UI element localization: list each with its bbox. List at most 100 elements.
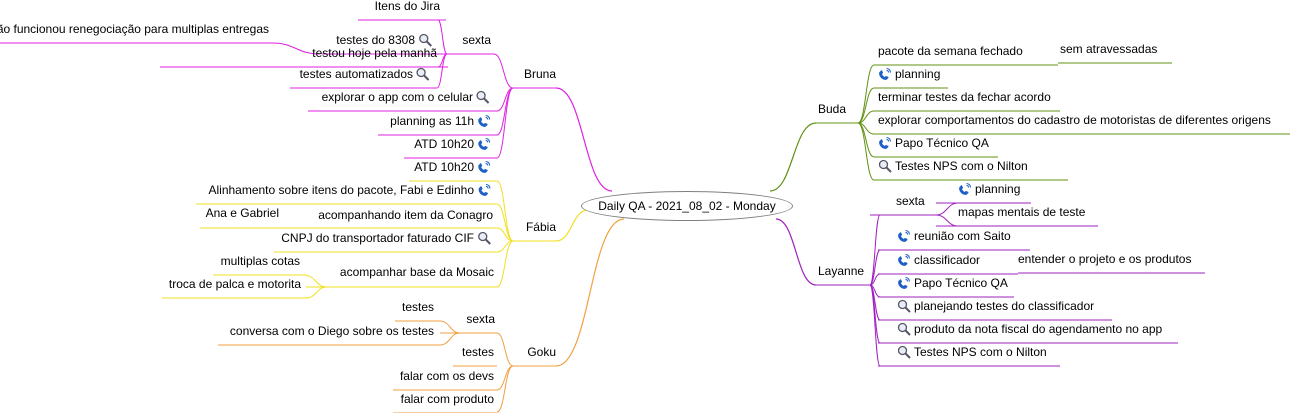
bruna-item-itens-jira[interactable]: Itens do Jira <box>375 0 440 13</box>
branch-label: Goku <box>527 345 556 359</box>
buda-item-explorar-cadastro[interactable]: explorar comportamentos do cadastro de m… <box>878 113 1271 127</box>
goku-item-testes-sexta[interactable]: testes <box>402 300 434 314</box>
branch-label: Bruna <box>523 67 556 81</box>
fabia-item-troca-placa[interactable]: troca de palca e motorita <box>169 277 301 291</box>
layanne-item-produto-nota[interactable]: produto da nota fiscal do agendamento no… <box>897 322 1162 336</box>
goku-item-conversa-diego[interactable]: conversa com o Diego sobre os testes <box>230 324 434 338</box>
phone-icon <box>477 137 491 151</box>
node-label: terminar testes da fechar acordo <box>878 90 1051 104</box>
node-label: sem atravessadas <box>1060 42 1158 56</box>
branch-bruna[interactable]: Bruna <box>524 67 556 81</box>
goku-sexta-node[interactable]: sexta <box>466 312 495 326</box>
fabia-item-conagro[interactable]: acompanhando item da Conagro <box>318 208 493 222</box>
fabia-item-cnpj[interactable]: CNPJ do transportador faturado CIF <box>281 231 491 245</box>
buda-item-pacote[interactable]: pacote da semana fechado <box>878 44 1023 58</box>
goku-item-falar-devs[interactable]: falar com os devs <box>400 369 494 383</box>
phone-icon <box>897 253 911 267</box>
magnifier-icon <box>476 90 490 104</box>
branch-connector <box>496 87 514 159</box>
branch-connector <box>303 274 328 288</box>
buda-item-papo-tecnico[interactable]: Papo Técnico QA <box>878 136 989 150</box>
node-label: explorar comportamentos do cadastro de m… <box>878 113 1271 127</box>
layanne-item-mapas-mentais[interactable]: mapas mentais de teste <box>958 205 1085 219</box>
bruna-item-renegociacao[interactable]: não funcionou renegociação para multipla… <box>0 22 269 36</box>
branch-connector <box>496 227 514 242</box>
node-label: testes <box>401 300 434 314</box>
layanne-item-classificador[interactable]: classificador <box>897 253 980 267</box>
branch-connector <box>857 110 875 124</box>
central-to-bruna <box>555 87 613 192</box>
branch-connector <box>493 53 514 89</box>
node-label: testes automatizados <box>299 67 413 81</box>
branch-label: Buda <box>818 102 847 116</box>
bruna-item-testes-automatizados[interactable]: testes automatizados <box>300 67 430 81</box>
branch-connector <box>857 87 875 124</box>
branch-connector <box>496 365 514 413</box>
layanne-item-entender-projeto[interactable]: entender o projeto e os produtos <box>1018 252 1191 266</box>
phone-icon <box>477 160 491 174</box>
central-topic-label: Daily QA - 2021_08_02 - Monday <box>598 199 776 213</box>
fabia-item-ana-gabriel[interactable]: Ana e Gabriel <box>206 206 279 220</box>
node-label: falar com os devs <box>399 369 494 383</box>
node-label: testes do 8308 <box>336 33 415 47</box>
central-to-buda <box>769 122 817 192</box>
node-label: Itens do Jira <box>374 0 440 13</box>
node-label: multiplas cotas <box>220 254 300 268</box>
branch-label: Layanne <box>818 264 865 278</box>
branch-connector <box>496 180 514 242</box>
branch-connector <box>496 240 514 288</box>
branch-layanne[interactable]: Layanne <box>818 264 864 278</box>
node-label: planning as 11h <box>390 114 474 128</box>
layanne-item-papo-tecnico[interactable]: Papo Técnico QA <box>897 276 1008 290</box>
layanne-item-testes-nps[interactable]: Testes NPS com o Nilton <box>897 345 1047 359</box>
buda-item-sem-atravessadas[interactable]: sem atravessadas <box>1060 42 1157 56</box>
branch-buda[interactable]: Buda <box>818 102 846 116</box>
node-label: explorar o app com o celular <box>321 90 473 104</box>
node-label: mapas mentais de teste <box>958 205 1086 219</box>
central-to-layanne <box>775 218 817 286</box>
node-label: não funcionou renegociação para multipla… <box>0 22 269 36</box>
node-label: entender o projeto e os produtos <box>1018 252 1192 266</box>
bruna-sexta-node[interactable]: sexta <box>462 33 491 47</box>
fabia-item-alinhamento[interactable]: Alinhamento sobre itens do pacote, Fabi … <box>208 183 491 197</box>
branch-connector <box>869 214 881 286</box>
buda-item-terminar-testes[interactable]: terminar testes da fechar acordo <box>878 90 1051 104</box>
node-label: sexta <box>466 312 495 326</box>
magnifier-icon <box>477 231 491 245</box>
layanne-item-planejando-testes[interactable]: planejando testes do classificador <box>897 299 1094 313</box>
node-label: Testes NPS com o Nilton <box>895 159 1028 173</box>
buda-item-planning[interactable]: planning <box>878 67 940 81</box>
layanne-item-reuniao-saito[interactable]: reunião com Saito <box>897 229 1011 243</box>
fabia-item-multiplas-cotas[interactable]: multiplas cotas <box>221 254 300 268</box>
fabia-item-atd[interactable]: ATD 10h20 <box>414 160 491 174</box>
branch-connector <box>869 249 881 286</box>
magnifier-icon <box>897 299 911 313</box>
buda-item-testes-nps[interactable]: Testes NPS com o Nilton <box>878 159 1028 173</box>
bruna-item-testou-hoje[interactable]: testou hoje pela manhã <box>312 46 437 60</box>
bruna-item-explorar-app[interactable]: explorar o app com o celular <box>322 90 490 104</box>
magnifier-icon <box>418 33 432 47</box>
branch-connector <box>857 122 875 181</box>
node-label: troca de palca e motorita <box>168 277 301 291</box>
node-label: planning <box>895 67 941 81</box>
bruna-item-atd[interactable]: ATD 10h20 <box>414 137 491 151</box>
layanne-item-planning[interactable]: planning <box>958 182 1020 196</box>
branch-connector <box>935 202 959 216</box>
phone-icon <box>878 136 892 150</box>
goku-item-testes[interactable]: testes <box>462 345 494 359</box>
goku-item-falar-produto[interactable]: falar com produto <box>401 392 494 406</box>
branch-goku[interactable]: Goku <box>527 345 556 359</box>
branch-fabia[interactable]: Fábia <box>526 220 556 234</box>
layanne-sexta-node[interactable]: sexta <box>896 194 925 208</box>
fabia-item-mosaic[interactable]: acompanhar base da Mosaic <box>340 265 494 279</box>
node-label: sexta <box>896 194 925 208</box>
branch-connector <box>496 332 514 367</box>
central-topic[interactable]: Daily QA - 2021_08_02 - Monday <box>581 191 793 221</box>
magnifier-icon <box>416 67 430 81</box>
node-label: acompanhar base da Mosaic <box>339 265 494 279</box>
node-label: testes <box>461 345 494 359</box>
bruna-item-planning[interactable]: planning as 11h <box>390 114 491 128</box>
node-label: planejando testes do classificador <box>914 299 1095 313</box>
branch-connector <box>439 332 461 346</box>
bruna-item-testes-8308[interactable]: testes do 8308 <box>336 33 432 47</box>
